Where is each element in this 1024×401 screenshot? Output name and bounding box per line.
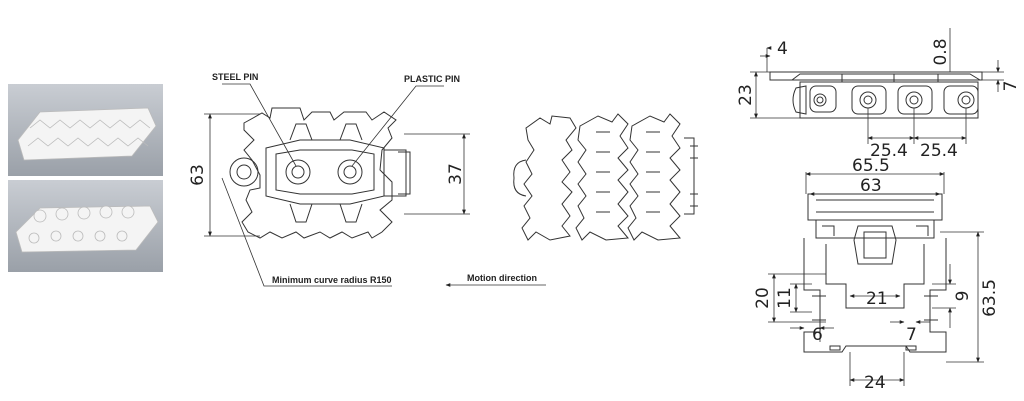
dim-6-label: 6 bbox=[812, 325, 823, 345]
dim-11-label: 11 bbox=[775, 287, 795, 309]
dim-7-section-label: 7 bbox=[906, 325, 917, 345]
dim-655 bbox=[805, 172, 945, 194]
steel-pin-leader bbox=[222, 83, 297, 167]
dim-20-label: 20 bbox=[753, 287, 773, 309]
steel-pin-label: STEEL PIN bbox=[212, 72, 258, 82]
curve-radius-leader bbox=[221, 177, 392, 287]
dim-63-label: 63 bbox=[188, 164, 208, 186]
dim-9-label: 9 bbox=[953, 291, 973, 302]
plastic-pin-circle bbox=[337, 159, 363, 185]
dim-6 bbox=[790, 326, 834, 342]
chain-side-profile bbox=[769, 71, 983, 119]
dim-7-right-label: 7 bbox=[1001, 81, 1021, 92]
dim-254-b-label: 25.4 bbox=[920, 141, 958, 161]
curve-radius-label: Minimum curve radius R150 bbox=[272, 275, 392, 285]
top-view bbox=[513, 113, 698, 241]
top-view-end-cap bbox=[513, 159, 527, 197]
dim-24-label: 24 bbox=[864, 373, 886, 393]
chain-link-outline bbox=[241, 107, 397, 239]
cross-section bbox=[803, 193, 947, 353]
plastic-pin-leader bbox=[351, 85, 444, 167]
dim-20-11 bbox=[768, 273, 826, 323]
dim-254-a-label: 25.4 bbox=[870, 141, 908, 161]
dim-635 bbox=[940, 231, 984, 363]
dim-655-label: 65.5 bbox=[852, 156, 890, 176]
dim-63-section-label: 63 bbox=[860, 176, 882, 196]
plastic-pin-label: PLASTIC PIN bbox=[404, 74, 460, 84]
dim-635-label: 63.5 bbox=[980, 279, 1000, 317]
chain-photo-top bbox=[8, 84, 163, 176]
dim-9 bbox=[932, 264, 956, 328]
dim-23 bbox=[750, 71, 800, 119]
dim-4 bbox=[760, 46, 772, 72]
dim-24 bbox=[849, 352, 905, 386]
dim-23-label: 23 bbox=[736, 84, 756, 106]
dim-08-label: 0.8 bbox=[931, 38, 951, 65]
dim-4-label: 4 bbox=[777, 39, 788, 59]
dim-21-label: 21 bbox=[866, 289, 888, 309]
steel-pin-circle bbox=[285, 159, 311, 185]
side-view bbox=[229, 107, 411, 239]
motion-direction-label: Motion direction bbox=[467, 273, 537, 283]
dim-7-right bbox=[978, 60, 1004, 92]
dim-254 bbox=[867, 108, 967, 144]
dim-37-vertical bbox=[404, 133, 470, 215]
dim-37-label: 37 bbox=[446, 163, 466, 185]
hinge-left bbox=[229, 157, 259, 187]
dim-63-vertical bbox=[204, 113, 260, 237]
chain-photo-bottom bbox=[8, 180, 163, 272]
